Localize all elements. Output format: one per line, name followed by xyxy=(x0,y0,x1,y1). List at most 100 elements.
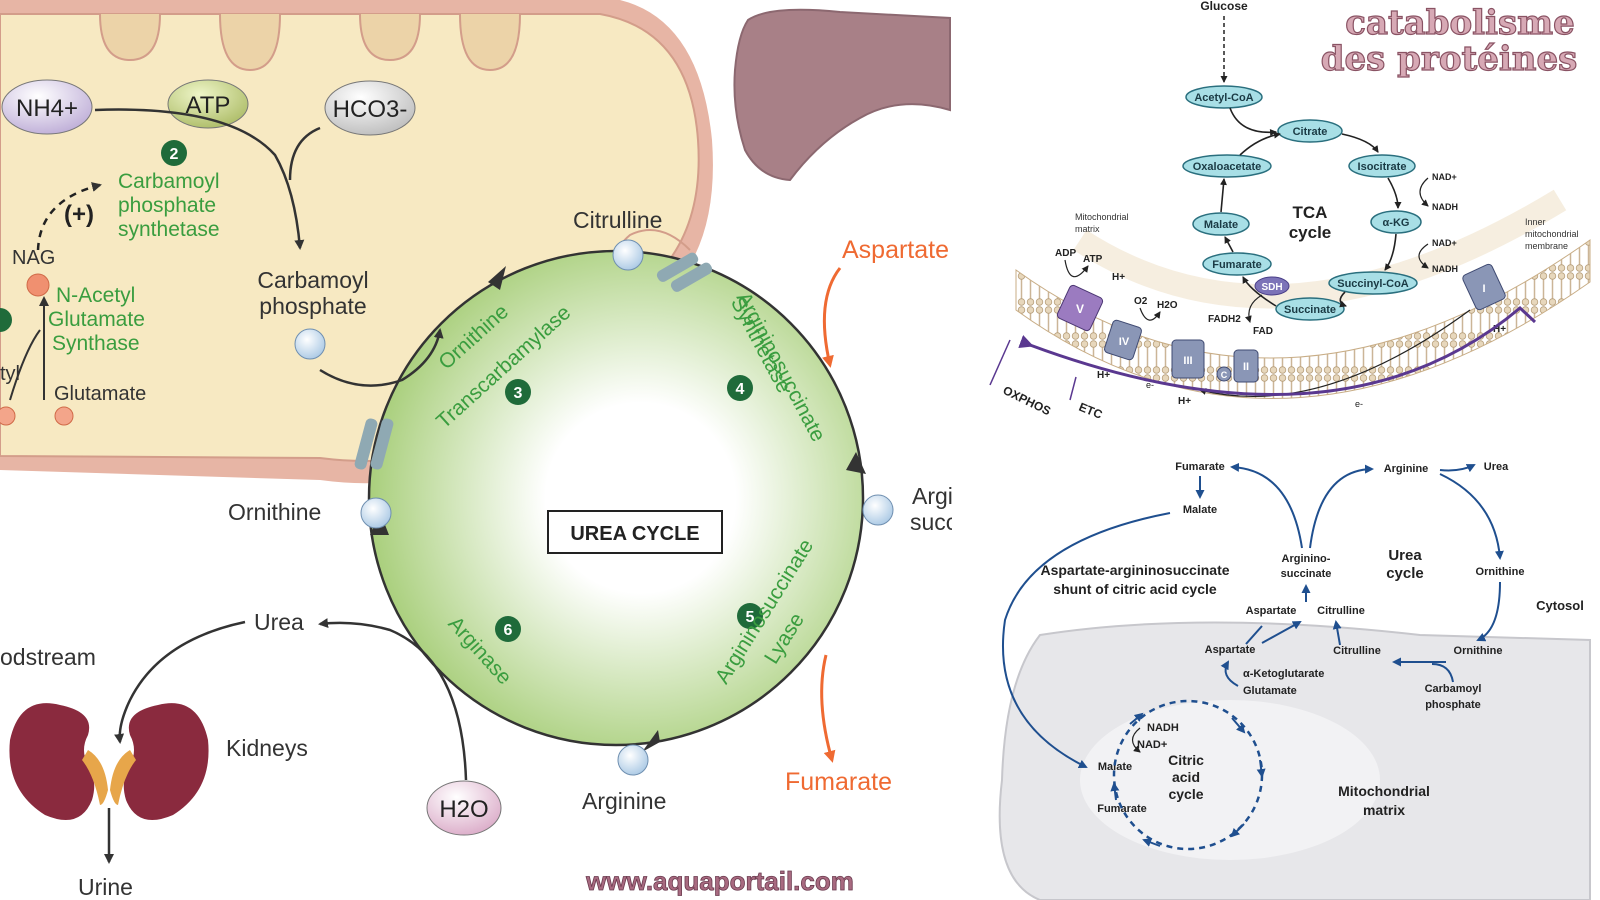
matrix-highlight xyxy=(1080,700,1380,860)
inner-membrane-label-3: membrane xyxy=(1525,241,1568,251)
akg-label: α-KG xyxy=(1383,217,1410,229)
acetylcoa-node xyxy=(1185,85,1263,109)
citric-cycle-2: acid xyxy=(1172,769,1200,785)
succinate-label: Succinate xyxy=(1284,304,1336,316)
urine-label: Urine xyxy=(78,874,133,900)
enzyme-number-2-circle xyxy=(161,140,187,166)
shunt-malate-label: Malate xyxy=(1183,504,1217,516)
etc-label: ETC xyxy=(1077,400,1105,422)
shunt-nadp-label: NAD+ xyxy=(1137,739,1167,751)
citrulline-node xyxy=(612,239,644,271)
shunt-argsucc-2: succinate xyxy=(1281,568,1332,580)
adp-atp-curve xyxy=(1064,259,1089,278)
shunt-urea-label: Urea xyxy=(1484,461,1509,473)
complex-iii-label: III xyxy=(1183,355,1192,367)
shunt-title-2: shunt of citric acid cycle xyxy=(1053,581,1217,597)
matrix-label-1: Mitochondrial xyxy=(1075,212,1129,222)
citrulline2-to-citrulline-arrow xyxy=(1332,620,1342,646)
urea-cycle-panel: NH4+ ATP HCO3- H2O 2 3 4 5 6 Carbamoyl p… xyxy=(0,0,957,900)
cristae xyxy=(99,13,521,72)
nh4-label: NH4+ xyxy=(16,95,78,122)
inner-membrane-label-2: mitochondrial xyxy=(1525,229,1579,239)
glutamate-label: Glutamate xyxy=(54,383,146,405)
shunt-urea-cycle-1: Urea xyxy=(1388,547,1422,564)
bloodstream-label: odstream xyxy=(0,644,96,670)
citrulline-transporter xyxy=(656,252,713,292)
oxaloacetate-to-citrate xyxy=(1239,131,1281,156)
fad-label: FAD xyxy=(1253,326,1273,337)
citrulline-label: Citrulline xyxy=(573,207,662,233)
sdh-to-fad-curve xyxy=(1244,294,1263,323)
oxphos-label: OXPHOS xyxy=(1001,383,1053,418)
cytochrome-c-label: C xyxy=(1221,370,1228,380)
shunt-glutamate-label: Glutamate xyxy=(1243,685,1297,697)
urea-to-kidney-arrow xyxy=(114,620,246,744)
isocitrate-node xyxy=(1348,154,1416,178)
complex-iii: III xyxy=(1171,339,1205,379)
hplus-2: H+ xyxy=(1097,370,1110,381)
title-line-2: des protéines xyxy=(1321,39,1578,79)
complex-iv: IV xyxy=(1104,319,1142,361)
adp-label: ADP xyxy=(1055,248,1076,259)
shunt-arginine-label: Arginine xyxy=(1384,463,1429,475)
akg-node xyxy=(1370,210,1422,234)
argsucc-to-arginine-arrow xyxy=(1309,464,1374,549)
acetyl-curve xyxy=(9,329,41,401)
shunt-ornithine2-label: Ornithine xyxy=(1454,645,1503,657)
urea-cycle-box xyxy=(547,510,723,554)
h2o-pill xyxy=(426,780,502,836)
nad-small-curve xyxy=(1131,727,1141,753)
nad-plus-1: NAD+ xyxy=(1432,172,1457,182)
mito-matrix-label-1: Mitochondrial xyxy=(1338,783,1430,799)
h2o-to-urea-arrow xyxy=(318,618,468,781)
ornithine-transporter xyxy=(354,418,394,470)
tca-fumarate-label: Fumarate xyxy=(1212,259,1262,271)
fumarate-to-malate xyxy=(1224,236,1234,253)
oxphos-side xyxy=(989,339,1011,386)
shunt-fumarate2-label: Fumarate xyxy=(1097,803,1147,815)
acetylcoa-label: Acetyl-CoA xyxy=(1194,92,1253,104)
argsucc-label-1: Argi xyxy=(912,483,953,509)
citric-cycle-3: cycle xyxy=(1168,786,1203,802)
argsucc-to-fumarate-arrow xyxy=(1230,462,1303,549)
title-line-1: catabolisme xyxy=(1345,3,1575,43)
atp-small-label: ATP xyxy=(1083,254,1103,265)
mito-matrix-label-2: matrix xyxy=(1363,802,1405,818)
shunt-panel: Fumarate Malate Arginine Urea Aspartate-… xyxy=(998,461,1591,900)
carbamoyl-to-cycle-arrow xyxy=(319,328,444,387)
enzyme-number-4-circle xyxy=(727,375,753,401)
carbamoyl-label-2: phosphate xyxy=(259,293,366,319)
citrate-node xyxy=(1277,119,1343,143)
cps-label-3: synthetase xyxy=(118,218,220,241)
malate-shunt-arrow xyxy=(1001,512,1171,768)
succinate-to-fumarate xyxy=(1242,276,1277,307)
nag-node xyxy=(26,273,50,297)
hplus-1: H+ xyxy=(1112,272,1125,283)
enzyme-number-3: 3 xyxy=(514,385,523,402)
kidneys-label: Kidneys xyxy=(226,735,308,761)
nags-label-2: Glutamate xyxy=(48,308,145,331)
fumarate-label: Fumarate xyxy=(785,768,892,796)
hco3-arrow xyxy=(288,126,321,181)
h2o-label: H2O xyxy=(439,796,488,823)
nags-label-1: N-Acetyl xyxy=(56,284,135,307)
carbamoyl-label-1: Carbamoyl xyxy=(257,267,368,293)
shunt-fumarate-label: Fumarate xyxy=(1175,461,1225,473)
citrate-label: Citrate xyxy=(1293,126,1328,138)
urea-cycle-title: UREA CYCLE xyxy=(570,523,699,545)
acetylcoa-to-citrate xyxy=(1229,107,1277,136)
h2o-small-label: H2O xyxy=(1157,300,1178,311)
shunt-ornithine-label: Ornithine xyxy=(1476,566,1525,578)
tca-nodes: Acetyl-CoA Citrate Oxaloacetate Isocitra… xyxy=(1182,85,1422,321)
hplus-4: H+ xyxy=(1493,324,1506,335)
akg-to-succinylcoa xyxy=(1384,233,1397,271)
hco3-pill xyxy=(324,80,416,136)
arginine-label: Arginine xyxy=(582,788,666,814)
succinylcoa-label: Succinyl-CoA xyxy=(1337,278,1409,290)
argsucc-label-2: succ xyxy=(910,509,957,535)
nad-curve-2 xyxy=(1418,243,1429,269)
complex-v: V xyxy=(1056,284,1104,332)
watermark: www.aquaportail.com xyxy=(585,866,854,896)
electron-flow-curve xyxy=(1199,309,1471,398)
fadh2-label: FADH2 xyxy=(1208,314,1241,325)
